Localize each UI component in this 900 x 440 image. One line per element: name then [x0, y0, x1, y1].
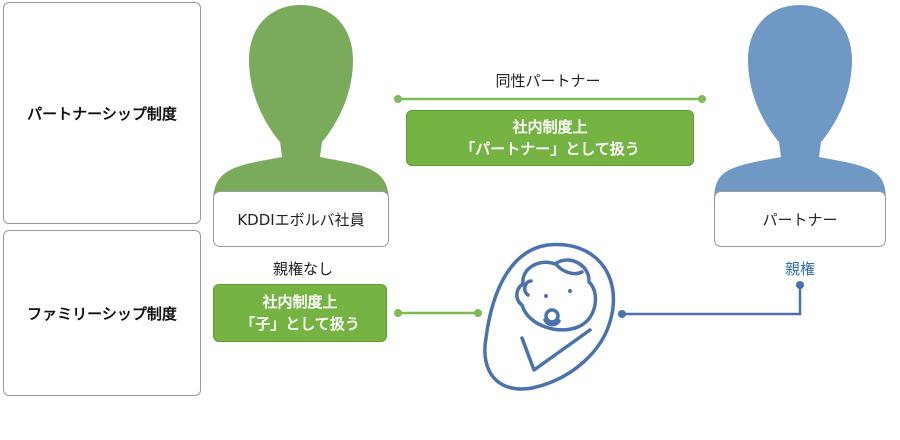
partnership-system-text: パートナーシップ制度 [27, 104, 177, 123]
partner-label-text: パートナー [762, 210, 838, 229]
parental-rights-connector [618, 281, 804, 318]
familyship-system-text: ファミリーシップ制度 [27, 304, 177, 323]
familyship-system-label: ファミリーシップ制度 [3, 230, 201, 396]
parental-rights-text: 親権 [784, 260, 815, 278]
partnership-system-label: パートナーシップ制度 [3, 2, 201, 224]
employee-label: KDDIエボルバ社員 [213, 191, 389, 247]
child-green-connector [394, 309, 482, 317]
treated-as-partner-box: 社内制度上 「パートナー」として扱う [406, 110, 694, 166]
same-sex-partner-connector [394, 95, 706, 103]
baby-icon [483, 242, 616, 391]
same-sex-partner-text: 同性パートナー [495, 72, 601, 90]
partner-person-icon [714, 5, 886, 205]
employee-label-text: KDDIエボルバ社員 [237, 210, 365, 229]
partner-box-line2: 「パートナー」として扱う [460, 140, 640, 158]
partner-label: パートナー [714, 191, 886, 247]
no-parental-rights-text: 親権なし [272, 260, 333, 278]
partner-box-line1: 社内制度上 [512, 118, 588, 136]
treated-as-child-box: 社内制度上 「子」として扱う [213, 284, 387, 342]
child-box-line1: 社内制度上 [262, 293, 338, 311]
employee-person-icon [213, 5, 389, 205]
child-box-line2: 「子」として扱う [240, 315, 360, 333]
